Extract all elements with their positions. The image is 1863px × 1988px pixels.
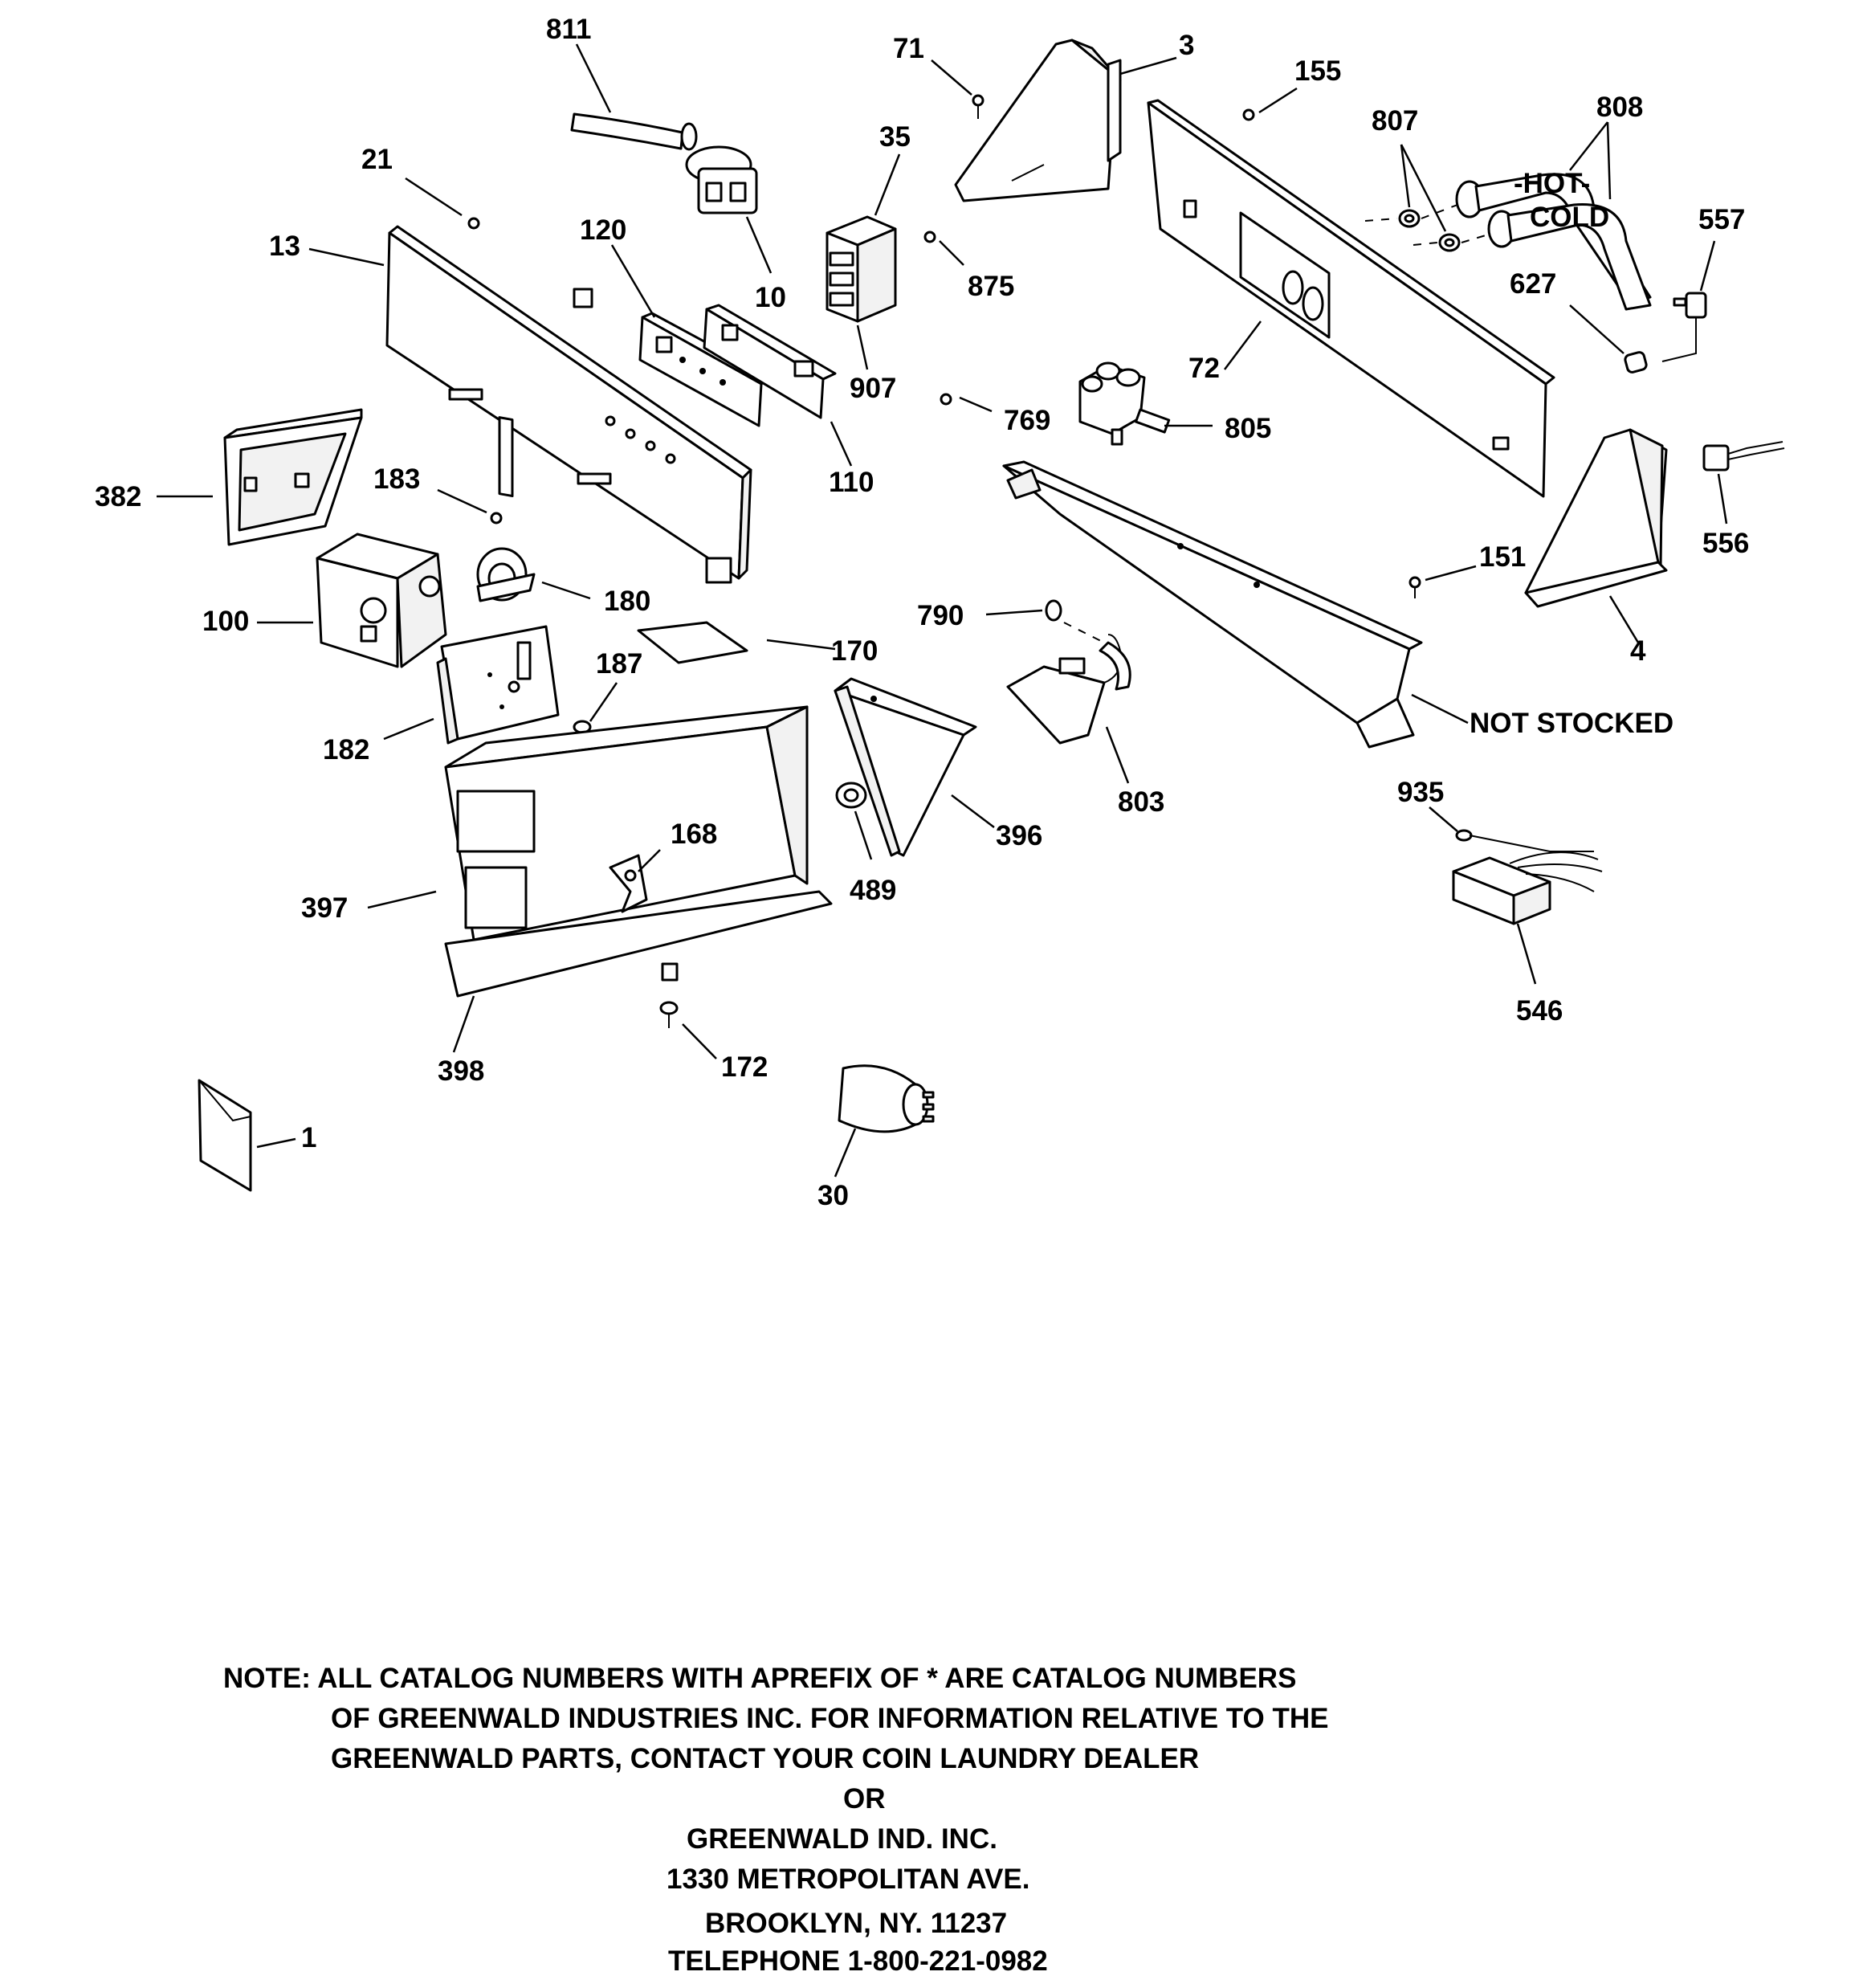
note-line-1: NOTE: ALL CATALOG NUMBERS WITH APREFIX O… bbox=[223, 1663, 1297, 1694]
part-398-base-plate bbox=[444, 890, 833, 1053]
note-line-7: BROOKLYN, NY. 11237 bbox=[705, 1908, 1008, 1939]
part-875-screw bbox=[923, 231, 964, 266]
part-556-connector bbox=[1702, 441, 1785, 525]
callout-13: 13 bbox=[269, 231, 300, 262]
callout-557: 557 bbox=[1698, 204, 1745, 235]
part-35-relay bbox=[826, 153, 901, 370]
callout-35: 35 bbox=[879, 121, 911, 153]
part-172-foot bbox=[659, 962, 717, 1059]
callout-1: 1 bbox=[301, 1122, 316, 1153]
part-1-envelope bbox=[198, 1079, 296, 1192]
callout-21: 21 bbox=[361, 144, 393, 175]
note-line-5: GREENWALD IND. INC. bbox=[687, 1823, 997, 1855]
part-805-water-valve bbox=[1078, 361, 1213, 446]
callout-803: 803 bbox=[1118, 786, 1164, 818]
hose-tag-cold: COLD bbox=[1530, 202, 1609, 233]
callout-168: 168 bbox=[671, 818, 717, 850]
part-627-clip bbox=[1569, 304, 1648, 374]
callout-807: 807 bbox=[1372, 105, 1418, 137]
callout-935: 935 bbox=[1397, 777, 1444, 808]
part-168-screw bbox=[624, 849, 661, 882]
callout-808: 808 bbox=[1596, 92, 1643, 123]
callout-100: 100 bbox=[202, 606, 249, 637]
callout-187: 187 bbox=[596, 648, 642, 680]
part-4-end-cap bbox=[1524, 428, 1668, 643]
callout-769: 769 bbox=[1004, 405, 1050, 436]
part-807-washers bbox=[1364, 144, 1494, 252]
part-100-timer bbox=[257, 533, 447, 668]
callout-183: 183 bbox=[373, 463, 420, 495]
part-803-dispenser-hose bbox=[1006, 634, 1131, 784]
part-397-housing bbox=[367, 705, 809, 941]
note-line-3: GREENWALD PARTS, CONTACT YOUR COIN LAUND… bbox=[331, 1743, 1200, 1774]
note-line-6: 1330 METROPOLITAN AVE. bbox=[667, 1863, 1030, 1895]
part-10-pressure-switch bbox=[685, 145, 773, 274]
callout-10: 10 bbox=[755, 282, 786, 313]
part-not-stocked-bracket bbox=[1002, 460, 1469, 749]
callout-151: 151 bbox=[1479, 541, 1526, 573]
callout-382: 382 bbox=[95, 481, 141, 512]
callout-805: 805 bbox=[1225, 413, 1271, 444]
part-811-hose bbox=[570, 43, 698, 151]
note-line-2: OF GREENWALD INDUSTRIES INC. FOR INFORMA… bbox=[331, 1703, 1329, 1734]
part-396-shield bbox=[834, 677, 995, 857]
callout-170: 170 bbox=[831, 635, 878, 667]
callout-182: 182 bbox=[323, 734, 369, 765]
part-21-screw bbox=[405, 177, 480, 230]
part-180-knob bbox=[476, 547, 591, 602]
callout-907: 907 bbox=[850, 373, 896, 404]
part-151-screw bbox=[1408, 565, 1477, 598]
part-187-screw bbox=[573, 682, 618, 734]
callout-172: 172 bbox=[721, 1051, 768, 1083]
part-557-plug bbox=[1661, 240, 1716, 362]
part-546-harness bbox=[1452, 835, 1603, 985]
callout-120: 120 bbox=[580, 214, 626, 246]
part-382-bezel bbox=[157, 408, 363, 546]
part-808-fill-hoses: -HOT- COLD bbox=[1455, 121, 1652, 311]
part-769-screw bbox=[940, 393, 993, 413]
callout-4: 4 bbox=[1630, 635, 1646, 667]
callout-546: 546 bbox=[1516, 995, 1563, 1027]
callout-811: 811 bbox=[546, 14, 591, 45]
callout-110: 110 bbox=[829, 467, 874, 498]
callout-3: 3 bbox=[1179, 30, 1194, 61]
note-line-4: OR bbox=[843, 1783, 886, 1815]
callout-397: 397 bbox=[301, 892, 348, 924]
callout-155: 155 bbox=[1294, 55, 1341, 87]
callout-72: 72 bbox=[1188, 353, 1220, 384]
part-935-wire bbox=[1429, 806, 1473, 842]
callout-790: 790 bbox=[917, 600, 964, 631]
callout-556: 556 bbox=[1702, 528, 1749, 559]
part-72-backsplash bbox=[1147, 99, 1555, 498]
part-170-pad bbox=[637, 621, 836, 664]
callout-627: 627 bbox=[1510, 268, 1556, 300]
part-182-mounting-plate bbox=[383, 625, 560, 745]
callout-398: 398 bbox=[438, 1055, 484, 1087]
callout-180: 180 bbox=[604, 586, 650, 617]
catalog-note: NOTE: ALL CATALOG NUMBERS WITH APREFIX O… bbox=[0, 1663, 1863, 1984]
part-30-capacitor bbox=[834, 1064, 935, 1178]
callout-396: 396 bbox=[996, 820, 1042, 851]
part-489-bushing bbox=[835, 782, 873, 860]
callout-489: 489 bbox=[850, 875, 896, 906]
callout-30: 30 bbox=[817, 1180, 849, 1211]
hose-tag-hot: -HOT- bbox=[1514, 168, 1590, 199]
part-3-end-cap bbox=[954, 39, 1177, 202]
part-71-screw bbox=[931, 59, 984, 119]
part-110-switch-board bbox=[703, 304, 853, 467]
part-790-clamp bbox=[985, 599, 1105, 643]
part-13-control-panel bbox=[308, 225, 752, 584]
part-183-screw bbox=[437, 488, 503, 525]
note-line-8: TELEPHONE 1-800-221-0982 bbox=[668, 1945, 1048, 1977]
callout-875: 875 bbox=[968, 271, 1014, 302]
part-155-screw bbox=[1242, 87, 1298, 121]
callout-not-stocked: NOT STOCKED bbox=[1470, 708, 1673, 739]
callout-71: 71 bbox=[893, 33, 924, 64]
